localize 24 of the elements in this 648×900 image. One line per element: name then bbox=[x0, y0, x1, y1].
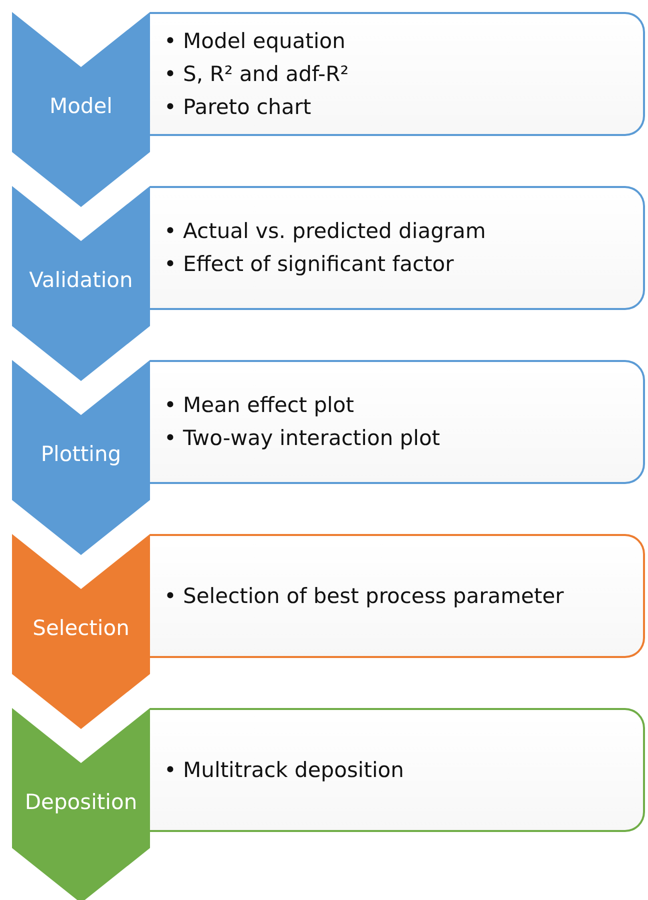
content-panel bbox=[150, 360, 645, 484]
content-panel bbox=[150, 12, 645, 136]
content-panel bbox=[150, 708, 645, 832]
content-panel bbox=[150, 534, 645, 658]
step-label: Model bbox=[48, 94, 114, 118]
bullet-item: • Two-way interaction plot bbox=[164, 425, 440, 452]
step-label: Deposition bbox=[24, 790, 138, 814]
chevron-step bbox=[12, 186, 150, 381]
bullet-item: • S, R² and adf-R² bbox=[164, 60, 349, 88]
bullet-item: • Multitrack deposition bbox=[164, 756, 404, 784]
chevron-step bbox=[12, 360, 150, 555]
step-label: Selection bbox=[32, 616, 130, 640]
bullet-item: • Effect of significant factor bbox=[164, 251, 455, 278]
step-label: Validation bbox=[28, 268, 134, 292]
content-panel bbox=[150, 186, 645, 310]
chevron-step bbox=[12, 12, 150, 207]
chevron-step bbox=[12, 534, 150, 729]
chevron-step bbox=[12, 708, 150, 900]
bullet-item: • Pareto chart bbox=[164, 94, 312, 120]
bullet-item: • Mean effect plot bbox=[164, 392, 355, 419]
bullet-item: • Selection of best process parameter bbox=[164, 582, 564, 610]
bullet-item: • Actual vs. predicted diagram bbox=[164, 218, 486, 245]
step-label: Plotting bbox=[40, 442, 122, 466]
bullet-item: • Model equation bbox=[164, 28, 346, 54]
